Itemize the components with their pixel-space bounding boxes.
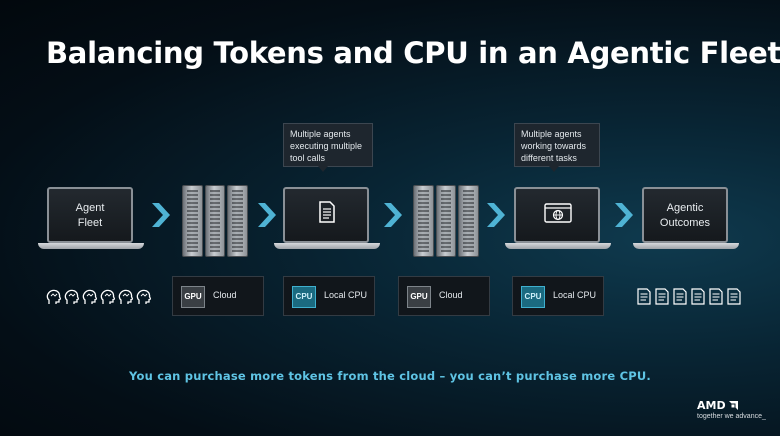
server-rack-unit (413, 185, 434, 257)
laptop-base (633, 243, 739, 249)
laptop-base (274, 243, 380, 249)
chevron-right-icon (384, 203, 402, 227)
resource-local-cpu-1: CPU Local CPU (283, 276, 375, 316)
document-icon (709, 288, 723, 305)
chevron-right-icon (615, 203, 633, 227)
agent-head-icon (64, 289, 79, 304)
server-rack-unit (227, 185, 249, 257)
slide-title: Balancing Tokens and CPU in an Agentic F… (46, 36, 780, 70)
amd-logo: AMD together we advance_ (697, 399, 766, 420)
outcome-documents-row (637, 288, 741, 305)
amd-arrow-icon (729, 401, 739, 410)
server-rack-unit (182, 185, 203, 257)
globe-browser-icon (544, 203, 572, 223)
agent-head-icon (100, 289, 115, 304)
laptop-screen (514, 187, 600, 243)
server-rack-unit (204, 185, 226, 257)
server-rack-unit (435, 185, 457, 257)
resource-local-cpu-2: CPU Local CPU (512, 276, 604, 316)
laptop-base (38, 243, 144, 249)
resource-cloud-gpu-1: GPU Cloud (172, 276, 264, 316)
document-icon (691, 288, 705, 305)
local-laptop-browser (505, 187, 611, 253)
agent-fleet-label-1: Agent (75, 202, 105, 214)
resource-label: Local CPU (553, 290, 597, 300)
agent-head-icon (46, 289, 61, 304)
document-icon (319, 201, 335, 223)
outcomes-label-1: Agentic (666, 202, 704, 214)
agent-head-icon (82, 289, 97, 304)
chevron-right-icon (487, 203, 505, 227)
footer-message: You can purchase more tokens from the cl… (129, 369, 651, 383)
document-icon (655, 288, 669, 305)
callout-line: executing multiple (290, 141, 363, 151)
document-icon (637, 288, 651, 305)
document-icon (727, 288, 741, 305)
chevron-right-icon (258, 203, 276, 227)
document-icon (673, 288, 687, 305)
outcomes-label-2: Outcomes (659, 217, 711, 229)
gpu-chip-icon: GPU (181, 286, 205, 308)
agent-fleet-laptop: Agent Fleet (38, 187, 144, 253)
logo-wordmark: AMD (697, 399, 726, 412)
callout-line: Multiple agents (290, 129, 351, 139)
resource-label: Cloud (213, 290, 237, 300)
server-rack-icon (413, 185, 480, 257)
resource-cloud-gpu-2: GPU Cloud (398, 276, 490, 316)
agent-heads-row (46, 289, 151, 305)
chevron-right-icon (152, 203, 170, 227)
callout-line: tool calls (290, 153, 326, 163)
cpu-chip-icon: CPU (292, 286, 316, 308)
resource-label: Local CPU (324, 290, 368, 300)
callout-different-tasks: Multiple agents working towards differen… (514, 123, 600, 172)
laptop-screen: Agent Fleet (47, 187, 133, 243)
callout-line: working towards (521, 141, 587, 151)
agent-head-icon (136, 289, 151, 304)
agent-head-icon (118, 289, 133, 304)
callout-tool-calls: Multiple agents executing multiple tool … (283, 123, 373, 172)
laptop-screen: Agentic Outcomes (642, 187, 728, 243)
callout-line: different tasks (521, 153, 577, 163)
resource-label: Cloud (439, 290, 463, 300)
local-laptop-documents (274, 187, 380, 253)
agent-fleet-label-2: Fleet (77, 217, 103, 229)
gpu-chip-icon: GPU (407, 286, 431, 308)
laptop-screen (283, 187, 369, 243)
server-rack-icon (182, 185, 249, 257)
server-rack-unit (458, 185, 480, 257)
logo-tagline: together we advance_ (697, 413, 766, 420)
agentic-outcomes-laptop: Agentic Outcomes (633, 187, 739, 253)
cpu-chip-icon: CPU (521, 286, 545, 308)
callout-line: Multiple agents (521, 129, 582, 139)
laptop-base (505, 243, 611, 249)
